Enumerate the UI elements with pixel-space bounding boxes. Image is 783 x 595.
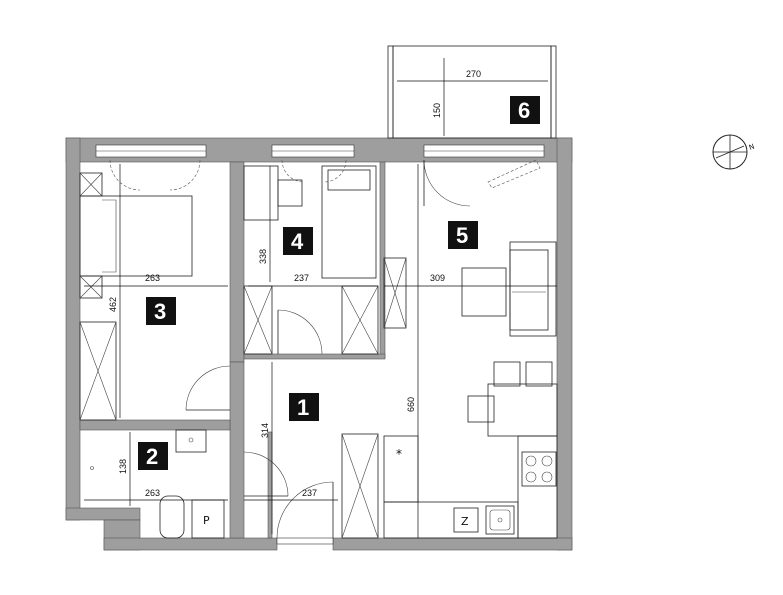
room-tag-4 [283, 227, 313, 255]
sofa [509, 241, 557, 337]
nightstand-top [79, 172, 103, 197]
desk-room-4 [243, 165, 279, 221]
wall-partition-3-1 [229, 361, 245, 539]
dim-room4-height: 338 [258, 249, 268, 264]
room-number-2: 2 [146, 444, 158, 469]
dim-bath-height: 138 [118, 459, 128, 474]
dim-room4-width: 237 [294, 273, 309, 283]
dim-room3-height: 462 [108, 297, 118, 312]
room-tag-5 [448, 221, 478, 249]
north-arrow-icon: N [712, 134, 756, 170]
washbasin [175, 429, 207, 453]
tv-unit [383, 257, 407, 329]
bed-room-4 [321, 165, 377, 279]
sink [485, 505, 515, 535]
coffee-table [461, 267, 507, 317]
hall-cabinet [383, 435, 419, 503]
balcony-door-swing [423, 159, 471, 207]
room-tag-3 [146, 297, 176, 325]
stove-icon: * [396, 447, 402, 461]
windows [95, 144, 545, 545]
room-tags: 1 2 3 4 5 6 [138, 96, 540, 470]
dining-chair-2 [525, 361, 553, 387]
balcony: 270 150 [387, 45, 557, 139]
door-bathroom [243, 451, 289, 497]
wall-bottom-right [332, 537, 573, 551]
entrance-door-swing [276, 481, 334, 539]
room-tag-1 [289, 393, 319, 421]
wall-right [556, 137, 573, 551]
washer-label: P [203, 514, 210, 527]
nightstand-bottom [79, 275, 103, 299]
fridge [453, 507, 479, 533]
dim-balcony-width: 270 [466, 69, 481, 79]
kitchen-counter-right [517, 435, 558, 539]
chair-room-4 [277, 179, 303, 207]
hall-wardrobe [341, 433, 379, 539]
room-3: 263 462 [79, 159, 231, 421]
wardrobe-room-3 [79, 321, 117, 421]
room-tag-6 [510, 96, 540, 124]
fridge-label: Z [461, 515, 469, 528]
room-1: * 237 314 [243, 362, 419, 539]
room-number-5: 5 [456, 223, 468, 248]
door-room-3 [185, 365, 231, 411]
room-4: 237 338 [243, 159, 379, 355]
wall-left [65, 137, 81, 521]
wall-partition-3-2 [79, 419, 231, 431]
door-room-4 [277, 309, 323, 355]
dim-hall-height: 314 [260, 423, 270, 438]
room-2: P 263 138 [84, 429, 228, 539]
room-5: Z 309 660 [383, 159, 558, 539]
cooktop [521, 451, 557, 487]
dining-chair-1 [493, 361, 521, 387]
wall-partition-hall [267, 431, 273, 539]
balcony-outline [392, 45, 552, 139]
floor-drain [90, 466, 94, 470]
room-number-6: 6 [518, 98, 530, 123]
room-number-4: 4 [291, 229, 304, 254]
bed-room-3 [79, 195, 193, 277]
wall-bottom-left [65, 507, 141, 521]
toilet [159, 495, 185, 539]
wall-partition-4-1 [243, 353, 386, 360]
dim-room5-width: 309 [430, 273, 445, 283]
dim-room5-height: 660 [406, 397, 416, 412]
room-number-3: 3 [154, 299, 166, 324]
dim-hall-width: 237 [302, 488, 317, 498]
dining-chair-3 [467, 395, 495, 423]
walls [65, 137, 573, 551]
room-number-1: 1 [297, 395, 309, 420]
dining-table [487, 383, 558, 437]
entrance-threshold [276, 537, 334, 545]
dim-room3-width: 263 [145, 273, 160, 283]
svg-text:N: N [748, 143, 756, 152]
wall-partition-3-4 [229, 161, 245, 363]
room-tag-2 [138, 442, 168, 470]
dim-bath-width: 263 [145, 488, 160, 498]
dim-balcony-depth: 150 [432, 103, 442, 118]
wall-bottom-bath [103, 537, 278, 551]
